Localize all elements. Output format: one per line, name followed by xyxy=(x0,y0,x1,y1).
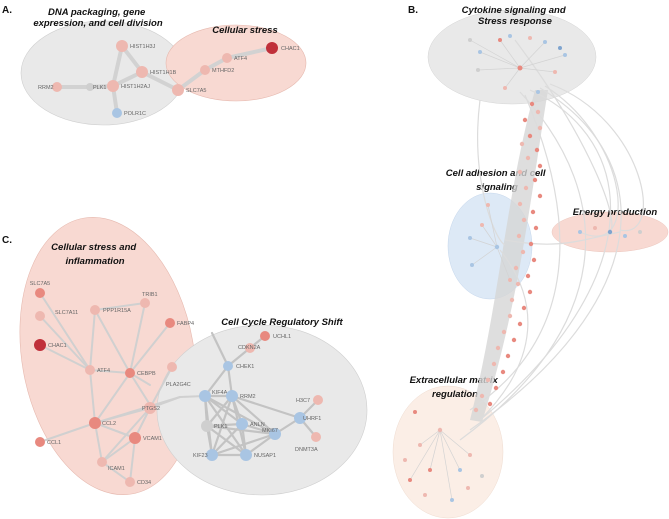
group-ecm-title: Extracellular matrix regulation xyxy=(410,375,501,400)
node-c-atf4 xyxy=(85,365,95,375)
group-c-cycle-ellipse xyxy=(156,324,368,496)
node-c-label-cebpb: CEBPB xyxy=(137,371,156,377)
node-c-rrm2 xyxy=(226,390,238,402)
node-chac1 xyxy=(266,42,278,54)
group-c-cycle-title: Cell Cycle Regulatory Shift xyxy=(221,317,343,328)
node-c-label-pla2g4c: PLA2G4C xyxy=(166,382,191,388)
node-c-anln xyxy=(236,418,248,430)
node-c-nusap1 xyxy=(240,449,252,461)
panel-c: C. Cellular stress and inflammation Cell… xyxy=(2,217,368,496)
node-c-label-atf4: ATF4 xyxy=(97,368,110,374)
node-c-pla2g4c xyxy=(167,362,177,372)
node-label-rrm2: RRM2 xyxy=(38,85,54,91)
cluster-spokes xyxy=(409,39,566,501)
node-c-mki67 xyxy=(269,428,281,440)
node-c-label-ppp1r15a: PPP1R15A xyxy=(103,308,131,314)
group-adhesion-title: Cell adhesion and cell signaling xyxy=(446,168,548,193)
node-c-label-vcam1: VCAM1 xyxy=(143,436,162,442)
node-c-label-slc7a11: SLC7A11 xyxy=(55,310,78,316)
node-c-ppp1r15a xyxy=(90,305,100,315)
group-energy-title: Energy production xyxy=(573,207,658,218)
node-c-label-kif4a: KIF4A xyxy=(212,390,228,396)
node-slc7a5 xyxy=(172,84,184,96)
node-mthfd2 xyxy=(200,65,210,75)
node-c-cd34 xyxy=(125,477,135,487)
group-cytokine-title: Cytokine signaling and Stress response xyxy=(462,5,569,27)
node-c-ccl1 xyxy=(35,437,45,447)
node-hist1h1b xyxy=(136,66,148,78)
node-c-slc7a5 xyxy=(35,288,45,298)
node-c-label-slc7a5: SLC7A5 xyxy=(30,281,51,287)
node-c-label-uhrf1: UHRF1 xyxy=(303,416,321,422)
node-c-label-cd34: CD34 xyxy=(137,480,151,486)
node-c-kif4a xyxy=(199,390,211,402)
node-c-label-mki67: MKI67 xyxy=(262,428,278,434)
node-c-label-rrm2: RRM2 xyxy=(240,394,256,400)
node-c-label-plk1: PLK1 xyxy=(214,424,227,430)
node-c-slc7a11 xyxy=(35,311,45,321)
node-c-ptgs2 xyxy=(144,402,156,414)
node-label-polr1c: POLR1C xyxy=(124,111,146,117)
node-plk1 xyxy=(86,83,94,91)
panel-b-label: B. xyxy=(408,5,418,16)
node-c-label-uchl1: UCHL1 xyxy=(273,334,291,340)
node-label-hist1h3j: HIST1H3J xyxy=(130,44,156,50)
panel-c-label: C. xyxy=(2,235,12,246)
tiny-nodes xyxy=(403,34,642,502)
node-c-icam1 xyxy=(97,457,107,467)
node-hist1h2aj xyxy=(107,80,119,92)
node-c-uchl1 xyxy=(260,331,270,341)
node-c-cdkn2a xyxy=(245,343,255,353)
panel-a: A. DNA packaging, gene expression, and c… xyxy=(2,5,307,126)
node-c-ccl2 xyxy=(89,417,101,429)
node-label-plk1: PLK1 xyxy=(93,85,106,91)
node-c-chek1 xyxy=(223,361,233,371)
node-c-label-ccl1: CCL1 xyxy=(47,440,61,446)
node-label-atf4: ATF4 xyxy=(234,56,247,62)
group-c-stress-ellipse xyxy=(19,217,197,495)
node-c-label-ccl2: CCL2 xyxy=(102,421,116,427)
node-c-plk1 xyxy=(201,420,213,432)
node-label-hist1h1b: HIST1H1B xyxy=(150,70,177,76)
node-label-mthfd2: MTHFD2 xyxy=(212,68,234,74)
node-c-label-trib1: TRIB1 xyxy=(142,292,158,298)
node-c-fabp4 xyxy=(165,318,175,328)
node-c-label-nusap1: NUSAP1 xyxy=(254,453,276,459)
panel-c-nodes: SLC7A5 SLC7A11 PPP1R15A TRIB1 FABP4 CHAC… xyxy=(30,281,323,487)
node-hist1h3j xyxy=(116,40,128,52)
node-c-label-h3c7: H3C7 xyxy=(296,398,310,404)
panel-a-nodes: HIST1H3J HIST1H1B HIST1H2AJ RRM2 PLK1 PO… xyxy=(38,40,300,118)
node-c-dnmt3a xyxy=(311,432,321,442)
panel-a-label: A. xyxy=(2,5,12,16)
node-label-slc7a5: SLC7A5 xyxy=(186,88,207,94)
group-c-stress-title: Cellular stress and inflammation xyxy=(51,242,139,267)
node-c-label-cdkn2a: CDKN2A xyxy=(238,345,261,351)
node-atf4 xyxy=(222,53,232,63)
group-dna-packaging-title: DNA packaging, gene expression, and cell… xyxy=(33,7,163,29)
node-c-vcam1 xyxy=(129,432,141,444)
node-c-label-icam1: ICAM1 xyxy=(108,466,125,472)
node-label-hist1h2aj: HIST1H2AJ xyxy=(121,84,150,90)
group-cellular-stress-title: Cellular stress xyxy=(212,25,277,36)
node-c-chac1 xyxy=(34,339,46,351)
node-c-uhrf1 xyxy=(294,412,306,424)
node-c-label-ptgs2: PTGS2 xyxy=(142,406,160,412)
network-backbone xyxy=(470,90,548,422)
node-c-kif23 xyxy=(206,449,218,461)
node-polr1c xyxy=(112,108,122,118)
node-c-trib1 xyxy=(140,298,150,308)
panel-b: B. Cytokine signaling and Stress respons… xyxy=(392,5,669,519)
node-c-label-anln: ANLN xyxy=(250,422,265,428)
node-c-label-fabp4: FABP4 xyxy=(177,321,194,327)
node-c-label-chac1: CHAC1 xyxy=(48,343,67,349)
node-c-label-chek1: CHEK1 xyxy=(236,364,254,370)
node-label-chac1: CHAC1 xyxy=(281,46,300,52)
node-c-label-dnmt3a: DNMT3A xyxy=(295,447,318,453)
node-c-h3c7 xyxy=(313,395,323,405)
network-arcs xyxy=(459,39,644,441)
node-c-label-kif23: KIF23 xyxy=(193,453,208,459)
node-rrm2 xyxy=(52,82,62,92)
node-c-cebpb xyxy=(125,368,135,378)
